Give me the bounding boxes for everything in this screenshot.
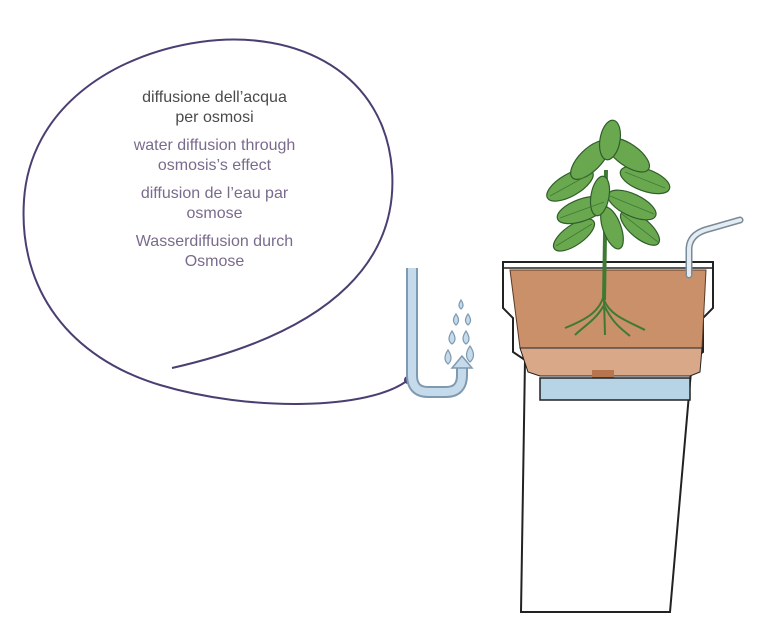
- callout-german-line-2: Osmose: [184, 253, 245, 270]
- callout-italian: diffusione dell’acqua per osmosi: [82, 88, 347, 128]
- callout-text: diffusione dell’acqua per osmosi water d…: [82, 88, 347, 280]
- callout-french: diffusion de l’eau par osmose: [82, 184, 347, 224]
- water-drops-icon: [444, 298, 475, 365]
- callout-english-line-1: water diffusion through: [133, 137, 296, 154]
- callout-german-line-1: Wasserdiffusion durch: [135, 233, 294, 250]
- pot-illustration: [502, 261, 714, 613]
- callout-italian-line-2: per osmosi: [175, 109, 254, 126]
- water-level-tube: [685, 216, 744, 279]
- callout-english-line-2: osmosis’s effect: [157, 157, 272, 174]
- callout-english: water diffusion through osmosis’s effect: [82, 136, 347, 176]
- osmosis-pipe-icon: [406, 268, 474, 398]
- callout-italian-line-1: diffusione dell’acqua: [142, 89, 287, 106]
- callout-french-line-2: osmose: [186, 205, 243, 222]
- plant-illustration: [546, 119, 671, 337]
- callout-german: Wasserdiffusion durch Osmose: [82, 232, 347, 272]
- callout-french-line-1: diffusion de l’eau par: [140, 185, 289, 202]
